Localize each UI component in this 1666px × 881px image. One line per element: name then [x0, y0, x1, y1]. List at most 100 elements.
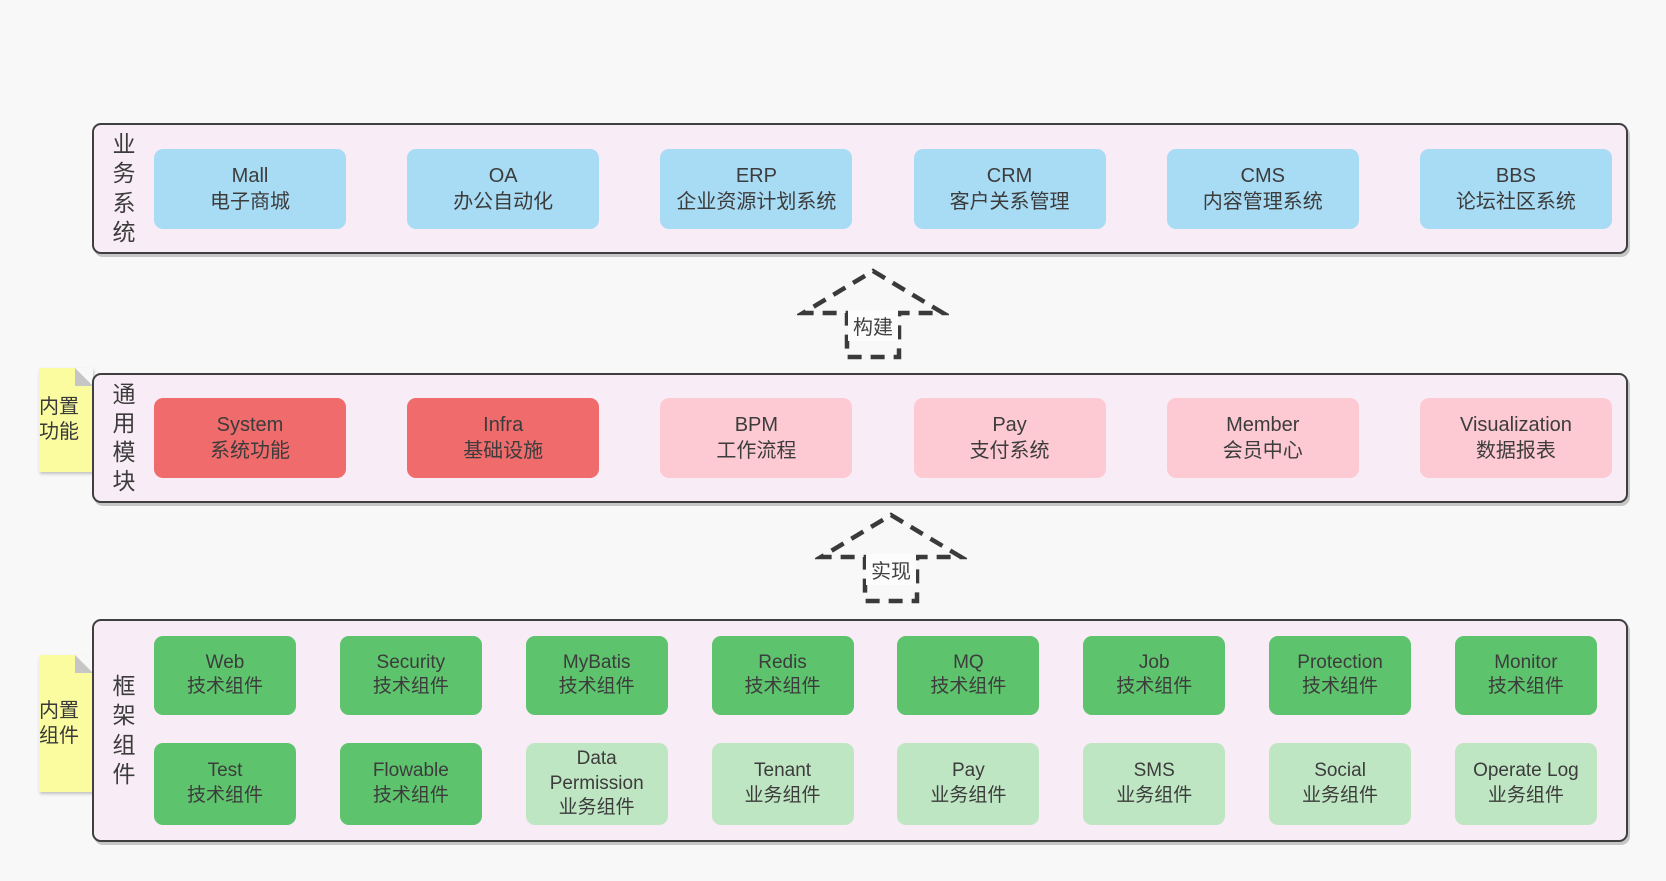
box-title: OA	[488, 164, 518, 187]
box-subtitle: 业务组件	[1116, 785, 1193, 806]
box-bbs: BBS 论坛社区系统	[1419, 148, 1612, 229]
box-subtitle: 技术组件	[558, 676, 635, 698]
box-subtitle: 技术组件	[1302, 676, 1379, 698]
box-infra: Infra 基础设施	[407, 398, 600, 478]
box-member: Member 会员中心	[1166, 398, 1359, 478]
box-flowable: Flowable 技术组件	[339, 742, 482, 826]
layer-title-vertical: 通用模块	[112, 380, 136, 495]
box-subtitle: 数据报表	[1475, 440, 1556, 462]
box-title: Social	[1314, 760, 1366, 782]
box-subtitle: 业务组件	[558, 797, 635, 819]
box-title: Data Permission	[549, 747, 644, 794]
box-subtitle: 会员中心	[1222, 440, 1303, 462]
box-subtitle: 基础设施	[463, 440, 544, 462]
box-subtitle: 办公自动化	[453, 190, 554, 213]
box-subtitle: 电子商城	[210, 190, 290, 213]
box-protection: Protection 技术组件	[1269, 635, 1412, 715]
box-bpm: BPM 工作流程	[660, 398, 853, 478]
dashed-up-arrow-icon	[797, 268, 949, 360]
box-title: Redis	[758, 651, 807, 673]
folded-corner-icon	[75, 655, 93, 673]
sticky-note-label: 内置组件	[39, 699, 79, 747]
box-subtitle: 内容管理系统	[1202, 190, 1323, 213]
box-subtitle: 技术组件	[372, 676, 449, 698]
box-title: ERP	[735, 164, 777, 187]
box-sms: SMS 业务组件	[1083, 742, 1226, 826]
box-pay: Pay 支付系统	[913, 398, 1106, 478]
box-operate-log: Operate Log 业务组件	[1454, 742, 1597, 826]
box-data-permission: Data Permission 业务组件	[525, 742, 668, 826]
box-subtitle: 支付系统	[969, 440, 1050, 462]
box-subtitle: 业务组件	[1302, 785, 1379, 806]
box-title: CRM	[986, 164, 1033, 187]
box-security: Security 技术组件	[339, 635, 482, 715]
box-subtitle: 业务组件	[1487, 785, 1564, 806]
box-mall: Mall 电子商城	[154, 148, 346, 229]
folded-corner-icon	[75, 368, 93, 386]
box-title: Flowable	[372, 760, 449, 782]
box-subtitle: 工作流程	[716, 440, 797, 462]
box-title: MQ	[953, 651, 984, 673]
box-subtitle: 技术组件	[1116, 676, 1193, 698]
box-redis: Redis 技术组件	[711, 635, 854, 715]
box-erp: ERP 企业资源计划系统	[660, 148, 853, 229]
arrow-up-implement: 实现	[815, 512, 967, 606]
box-title: MyBatis	[562, 651, 631, 673]
box-subtitle: 技术组件	[930, 676, 1007, 698]
box-title: Visualization	[1459, 414, 1572, 436]
box-mybatis: MyBatis 技术组件	[525, 635, 668, 715]
box-title: Mall	[231, 164, 269, 187]
sticky-note-label: 内置功能	[39, 396, 79, 443]
box-title: Pay	[992, 414, 1027, 436]
sticky-note-built-in-components: 内置组件	[39, 655, 93, 792]
layer-title-vertical: 业务系统	[112, 131, 136, 245]
box-title: Operate Log	[1473, 760, 1579, 782]
box-title: Protection	[1297, 651, 1383, 673]
arrow-label: 实现	[866, 554, 916, 585]
box-monitor: Monitor 技术组件	[1454, 635, 1597, 715]
box-visualization: Visualization 数据报表	[1419, 398, 1612, 478]
box-title: BPM	[734, 414, 779, 436]
sticky-note-built-in-features: 内置功能	[39, 368, 93, 472]
box-subtitle: 论坛社区系统	[1455, 190, 1576, 213]
box-oa: OA 办公自动化	[407, 148, 600, 229]
box-title: Member	[1226, 414, 1300, 436]
box-social: Social 业务组件	[1269, 742, 1412, 826]
box-title: Security	[376, 651, 446, 673]
box-title: CMS	[1240, 164, 1285, 187]
box-title: Web	[205, 651, 245, 673]
box-subtitle: 技术组件	[186, 676, 263, 698]
box-title: Monitor	[1494, 651, 1558, 673]
box-title: Tenant	[754, 760, 812, 782]
box-title: BBS	[1495, 164, 1536, 187]
box-title: Test	[207, 760, 243, 782]
box-subtitle: 技术组件	[1487, 676, 1564, 698]
box-web: Web 技术组件	[154, 635, 296, 715]
arrow-up-build: 构建	[797, 268, 949, 362]
box-title: System	[216, 414, 284, 436]
box-title: Pay	[952, 760, 985, 782]
box-subtitle: 技术组件	[744, 676, 821, 698]
box-title: SMS	[1133, 760, 1175, 782]
dashed-up-arrow-icon	[815, 512, 967, 604]
box-mq: MQ 技术组件	[897, 635, 1040, 715]
box-title: Infra	[483, 414, 524, 436]
box-subtitle: 企业资源计划系统	[676, 190, 837, 213]
box-subtitle: 技术组件	[372, 785, 449, 806]
box-cms: CMS 内容管理系统	[1166, 148, 1359, 229]
